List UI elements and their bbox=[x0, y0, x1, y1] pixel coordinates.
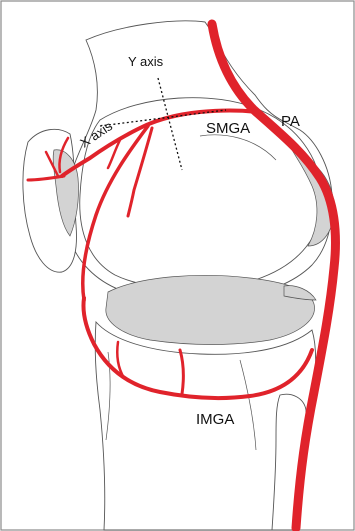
y-axis-label: Y axis bbox=[128, 54, 164, 69]
pa-label: PA bbox=[281, 113, 300, 130]
imga-label: IMGA bbox=[196, 411, 234, 428]
tibial-cartilage bbox=[106, 275, 315, 344]
smga-label: SMGA bbox=[206, 120, 250, 137]
